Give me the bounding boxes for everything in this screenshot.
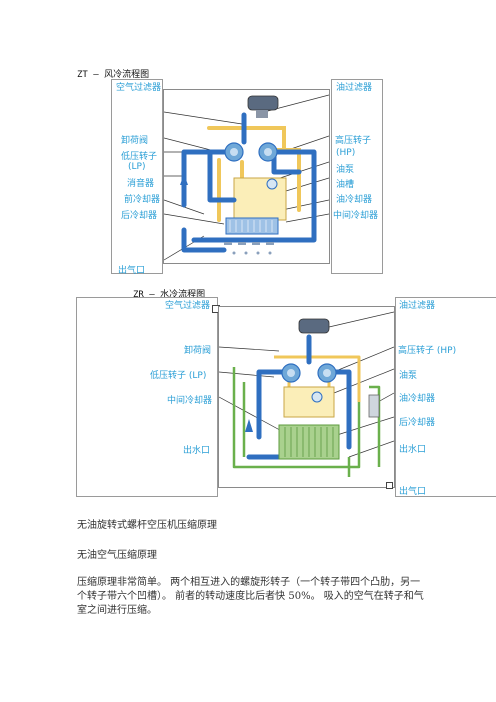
paragraph-line-2: 个转子带六个凹槽）。 前者的转动速度比后者快 50%。 吸入的空气在转子和气: [77, 591, 424, 602]
fig2-label-oil-pump: 油泵: [399, 371, 418, 381]
fig2-flow-diagram: [219, 311, 394, 477]
fig2-label-intercooler: 中间冷却器: [167, 396, 213, 406]
fig1-label-hp-rotor: 高压转子: [335, 136, 372, 146]
fig1-label-oil-tank: 油槽: [336, 180, 355, 190]
fig1-label-unload-valve: 卸荷阀: [121, 136, 149, 146]
fig2-label-unload-valve: 卸荷阀: [184, 346, 212, 356]
fig1-right-label-column: [331, 79, 383, 274]
fig2-right-label-column: [395, 297, 496, 497]
fig1-label-aftercooler: 后冷却器: [121, 211, 158, 221]
fig2-left-label-column: [76, 297, 218, 497]
fig2-label-hp-rotor: 高压转子 (HP): [398, 346, 457, 356]
fig2-diagram: [218, 306, 395, 488]
fig2-label-oil-cooler: 油冷却器: [399, 394, 436, 404]
fig1-label-precooler: 前冷却器: [124, 195, 161, 205]
fig2-label-oil-filter: 油过滤器: [399, 301, 436, 311]
fig2-label-air-outlet: 出气口: [399, 487, 427, 497]
fig2-corner-marker[interactable]: [386, 482, 393, 489]
fig2-label-water-outlet: 出水口: [183, 446, 211, 456]
fig2-label-aftercooler: 后冷却器: [399, 418, 436, 428]
fig1-label-air-outlet: 出气口: [118, 266, 146, 276]
heading-principle: 无油旋转式螺杆空压机压缩原理: [77, 520, 217, 531]
fig2-caption: ZR – 水冷流程图: [133, 290, 206, 300]
fig1-label-lp: (LP): [128, 162, 146, 172]
fig2-label-water-outlet-right: 出水口: [399, 445, 427, 455]
fig2-label-air-filter: 空气过滤器: [165, 301, 211, 311]
paragraph-line-3: 室之间进行压缩。: [77, 605, 157, 616]
heading-oil-free: 无油空气压缩原理: [77, 550, 157, 561]
fig1-label-intercooler: 中间冷却器: [333, 211, 379, 221]
fig1-label-oil-pump: 油泵: [336, 165, 355, 175]
fig1-flow-diagram: [164, 94, 329, 261]
fig1-label-silencer: 消音器: [127, 179, 155, 189]
fig1-label-air-filter: 空气过滤器: [116, 83, 162, 93]
fig1-left-label-column: [111, 79, 163, 274]
paragraph-line-1: 压缩原理非常简单。 两个相互进入的螺旋形转子（一个转子带四个凸肋，另一: [77, 577, 421, 588]
fig1-diagram: [163, 89, 330, 264]
fig1-label-lp-rotor: 低压转子: [121, 152, 158, 162]
fig1-caption: ZT – 风冷流程图: [77, 70, 150, 80]
fig1-label-oil-filter: 油过滤器: [336, 83, 373, 93]
fig1-label-hp: (HP): [336, 148, 356, 158]
fig2-label-lp-rotor: 低压转子 (LP): [150, 371, 207, 381]
fig1-label-oil-cooler: 油冷却器: [336, 195, 373, 205]
